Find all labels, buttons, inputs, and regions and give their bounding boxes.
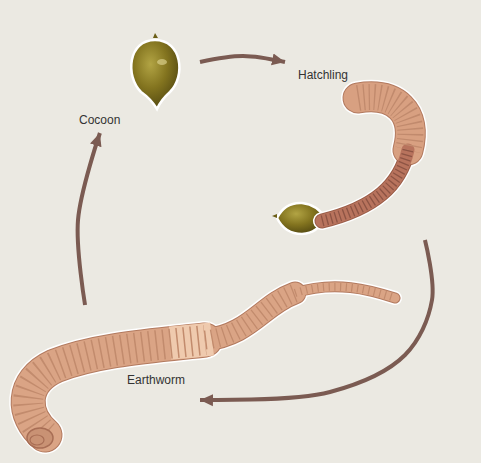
stage-label: Cocoon bbox=[78, 113, 121, 128]
hatchling-picture bbox=[272, 97, 410, 234]
earthworm-picture bbox=[27, 287, 395, 448]
stage-node: Hatchling bbox=[285, 55, 435, 240]
cocoon-picture bbox=[131, 33, 179, 109]
cycle-arrow bbox=[200, 56, 285, 62]
stage-label: Earthworm bbox=[126, 373, 186, 388]
stage-node: Cocoon bbox=[70, 30, 200, 133]
cycle-arrow bbox=[200, 240, 433, 400]
stage-label: Hatchling bbox=[297, 68, 349, 83]
stage-node: Earthworm bbox=[10, 305, 200, 455]
cycle-arrow bbox=[78, 133, 100, 305]
